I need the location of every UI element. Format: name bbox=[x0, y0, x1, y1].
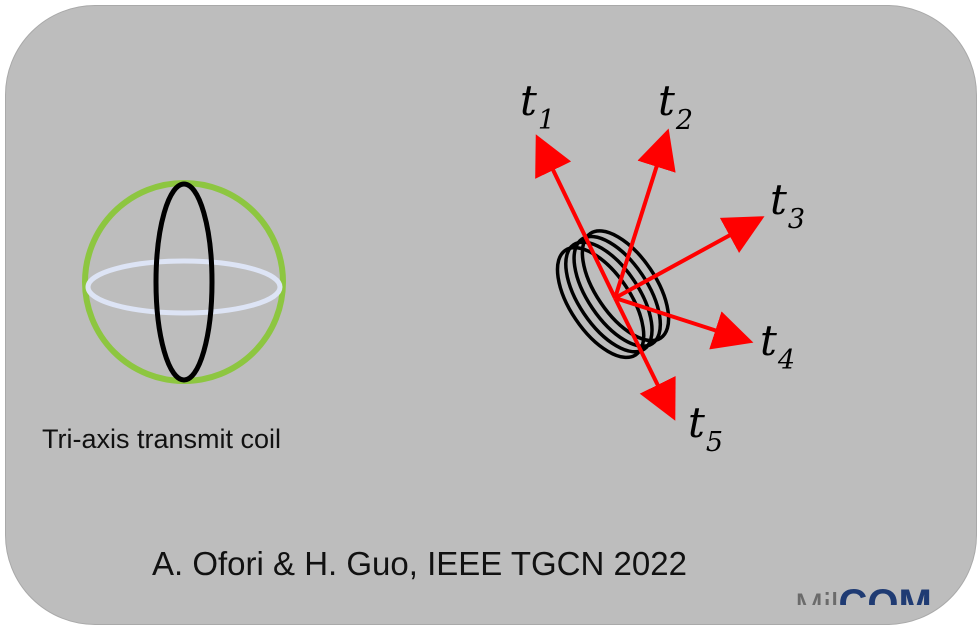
receive-coil-loop bbox=[572, 234, 663, 348]
logo-left-text: Mil bbox=[795, 587, 838, 605]
coil-caption: Tri-axis transmit coil bbox=[42, 424, 282, 454]
coil-equator-ring bbox=[85, 258, 283, 316]
arrow-t4 bbox=[614, 296, 754, 350]
receive-coil-loop bbox=[555, 245, 646, 360]
vector-labels: t1 t2 t3 t4 t5 bbox=[520, 76, 805, 458]
diagram-canvas: t1 t2 t3 t4 t5 bbox=[82, 76, 805, 458]
logo-right-text: COM bbox=[838, 587, 931, 605]
arrow-t1 bbox=[535, 134, 617, 299]
arrow-t3 bbox=[614, 216, 765, 300]
receive-coil-loop bbox=[564, 240, 654, 354]
receive-coil-loop bbox=[580, 229, 671, 343]
label-t1: t1 bbox=[520, 76, 555, 136]
receive-coil bbox=[555, 229, 671, 360]
citation-text: A. Ofori & H. Guo, IEEE TGCN 2022 bbox=[152, 545, 687, 582]
label-t2: t2 bbox=[658, 76, 693, 136]
label-t3: t3 bbox=[770, 175, 805, 235]
coil-outer-ring bbox=[82, 180, 286, 384]
logo: MilCOM bbox=[795, 587, 932, 605]
tri-axis-coil bbox=[82, 180, 286, 384]
arrow-t2 bbox=[613, 128, 676, 299]
label-t4: t4 bbox=[760, 316, 795, 376]
label-t5: t5 bbox=[688, 398, 723, 458]
coil-meridian-ring bbox=[153, 181, 215, 383]
arrow-t5 bbox=[613, 297, 676, 421]
vector-arrows bbox=[535, 128, 765, 421]
